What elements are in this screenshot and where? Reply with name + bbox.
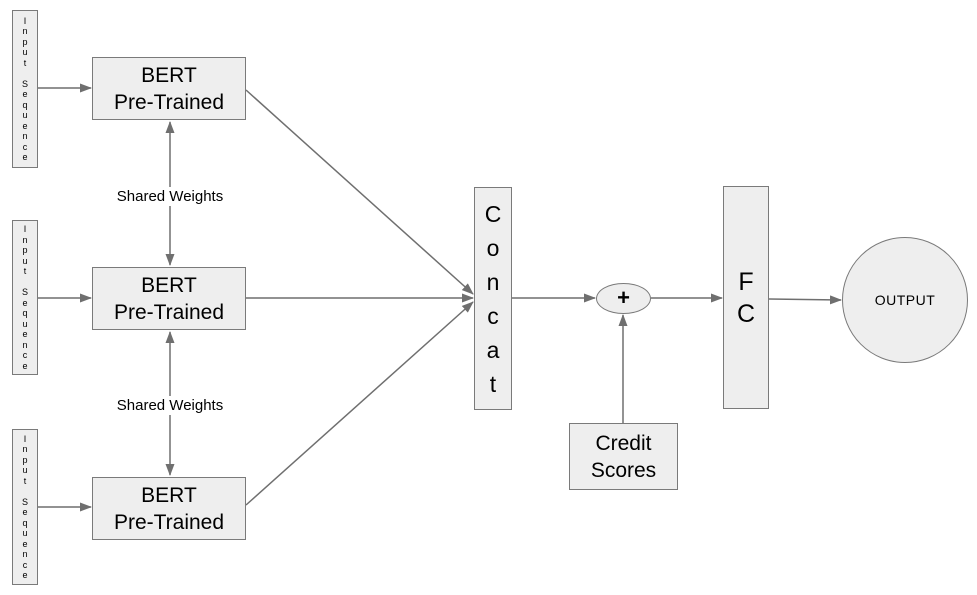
plus-symbol: + <box>617 284 630 310</box>
shared-weights-label-1: Shared Weights <box>90 188 250 205</box>
output-node: OUTPUT <box>842 237 968 363</box>
bert-pretrained-1-label: BERT Pre-Trained <box>113 63 225 114</box>
arrow-bert3-to-concat <box>245 301 474 506</box>
arrow-fc-to-output <box>768 295 842 305</box>
fc-label: F C <box>736 267 756 328</box>
input-sequence-3-label: I n p u t S e q u e n c e <box>21 433 28 581</box>
concat-label: C o n c a t <box>484 200 502 397</box>
input-sequence-3-box: I n p u t S e q u e n c e <box>12 429 38 585</box>
input-sequence-1-box: I n p u t S e q u e n c e <box>12 10 38 168</box>
arrow-bert1-to-concat <box>245 89 474 295</box>
bert-pretrained-2-box: BERT Pre-Trained <box>92 267 246 330</box>
shared-weights-label-2: Shared Weights <box>90 397 250 414</box>
bert-pretrained-3-box: BERT Pre-Trained <box>92 477 246 540</box>
input-sequence-2-label: I n p u t S e q u e n c e <box>21 224 28 371</box>
fc-box: F C <box>723 186 769 409</box>
bert-pretrained-3-label: BERT Pre-Trained <box>113 483 225 534</box>
input-sequence-2-box: I n p u t S e q u e n c e <box>12 220 38 375</box>
bert-pretrained-2-label: BERT Pre-Trained <box>113 273 225 324</box>
input-sequence-1-label: I n p u t S e q u e n c e <box>21 15 28 163</box>
credit-scores-box: Credit Scores <box>569 423 678 490</box>
sum-node: + <box>596 283 651 314</box>
output-label: OUTPUT <box>874 292 936 308</box>
credit-scores-label: Credit Scores <box>590 431 657 482</box>
concat-box: C o n c a t <box>474 187 512 410</box>
bert-pretrained-1-box: BERT Pre-Trained <box>92 57 246 120</box>
